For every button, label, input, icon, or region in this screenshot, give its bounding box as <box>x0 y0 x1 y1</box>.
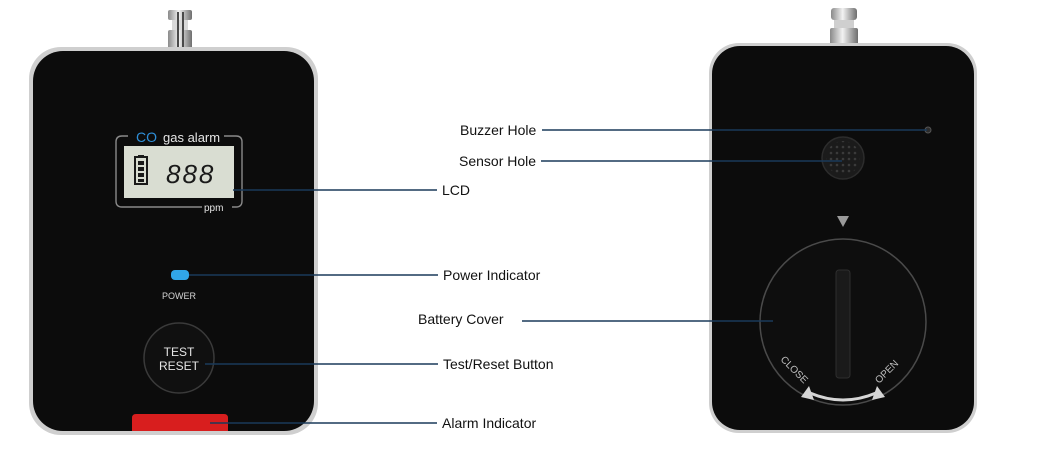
lcd-callout: LCD <box>442 182 470 198</box>
battery-cover-callout: Battery Cover <box>418 311 504 327</box>
alarm-led <box>132 414 228 431</box>
buzzer-hole-callout: Buzzer Hole <box>460 122 536 138</box>
sensor-hole-callout: Sensor Hole <box>459 153 536 169</box>
co-label: CO <box>136 129 157 145</box>
battery-cover[interactable]: CLOSE OPEN <box>759 238 927 406</box>
callouts: LCD Power Indicator Test/Reset Button Al… <box>189 122 927 431</box>
lcd-screen <box>124 146 234 198</box>
lcd-frame: CO gas alarm ppm <box>115 129 243 214</box>
power-indicator-callout: Power Indicator <box>443 267 541 283</box>
ppm-label: ppm <box>204 203 223 214</box>
back-device: CLOSE OPEN <box>709 8 977 433</box>
front-housing <box>33 51 314 431</box>
test-reset-callout: Test/Reset Button <box>443 356 554 372</box>
rotate-arrow-head-left-icon <box>801 386 814 400</box>
cover-slot <box>835 269 851 379</box>
reset-label: RESET <box>159 359 200 373</box>
battery-icon <box>134 155 148 185</box>
test-reset-button[interactable]: TEST RESET <box>143 322 215 394</box>
lcd-digits: 888 <box>166 159 215 189</box>
rotate-arrow-icon <box>809 391 877 402</box>
back-connector <box>830 8 858 48</box>
alarm-indicator-callout: Alarm Indicator <box>442 415 536 431</box>
front-device: CO gas alarm ppm 888 POWER TEST RESET <box>29 10 318 435</box>
power-label: POWER <box>162 291 197 301</box>
arrow-down-icon <box>837 216 849 227</box>
test-label: TEST <box>164 345 195 359</box>
sensor-hole <box>821 136 865 180</box>
rotate-arrow-head-right-icon <box>872 386 885 400</box>
gas-alarm-label: gas alarm <box>163 130 220 145</box>
power-led <box>171 270 189 280</box>
